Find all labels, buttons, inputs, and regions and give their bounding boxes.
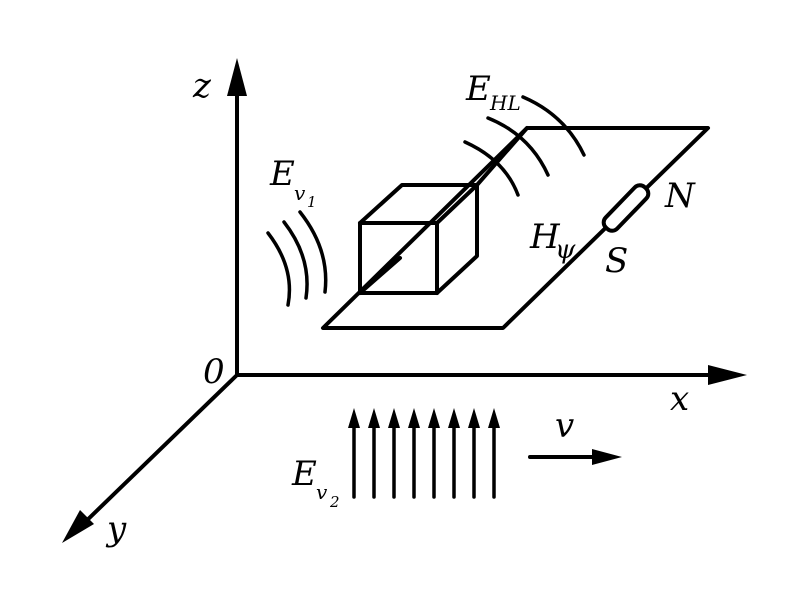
ev1-wave-arcs <box>266 210 328 307</box>
hpsi-label: H ψ <box>529 217 576 265</box>
ev2-arrow <box>428 408 440 499</box>
ev2-arrow <box>468 408 480 499</box>
ev1-label: E v 1 <box>269 154 317 211</box>
ev2-label: E v 2 <box>291 454 340 511</box>
ehl-label-main: E <box>465 69 491 109</box>
plate <box>321 126 710 330</box>
ev2-label-sub: v <box>316 480 328 504</box>
cube-front-face <box>358 221 439 295</box>
z-axis-label: z <box>192 66 212 106</box>
x-axis-label: x <box>670 379 689 419</box>
velocity-label: v <box>555 406 574 446</box>
cube-right-face <box>435 183 479 295</box>
ev2-arrow <box>348 408 360 499</box>
ev2-arrow <box>448 408 460 499</box>
ev2-arrows <box>348 408 500 499</box>
ehl-label-sub: HL <box>489 91 521 115</box>
magnet-south-label: S <box>605 241 628 281</box>
ev2-label-main: E <box>291 454 317 494</box>
velocity-arrow: v <box>528 406 622 465</box>
origin-label: 0 <box>203 352 225 392</box>
ev2-arrow <box>368 408 380 499</box>
ehl-label: E HL <box>465 69 521 115</box>
ev2-label-subsub: 2 <box>329 493 340 511</box>
ev2-arrow <box>488 408 500 499</box>
y-axis-arrowhead <box>62 510 94 543</box>
magnet-north-label: N <box>664 176 696 216</box>
x-axis-arrowhead <box>708 365 747 385</box>
magnet: N S <box>601 176 696 281</box>
cube <box>358 183 479 295</box>
hpsi-label-sub: ψ <box>555 235 576 265</box>
ev1-label-main: E <box>269 154 295 194</box>
cube-top-face <box>358 183 479 225</box>
ev2-arrow <box>408 408 420 499</box>
z-axis-arrowhead <box>227 58 247 96</box>
magnet-body <box>601 183 651 233</box>
y-axis-label: y <box>105 509 127 549</box>
ev1-label-subsub: 1 <box>307 193 317 211</box>
ehl-wave-arcs <box>463 95 586 197</box>
cube-inner-edge <box>358 256 402 295</box>
velocity-arrowhead <box>592 449 622 465</box>
axes: z x y 0 <box>62 58 747 549</box>
hpsi-label-main: H <box>529 217 561 257</box>
ev2-arrow <box>388 408 400 499</box>
ev1-label-sub: v <box>294 181 306 205</box>
y-axis <box>78 373 239 529</box>
